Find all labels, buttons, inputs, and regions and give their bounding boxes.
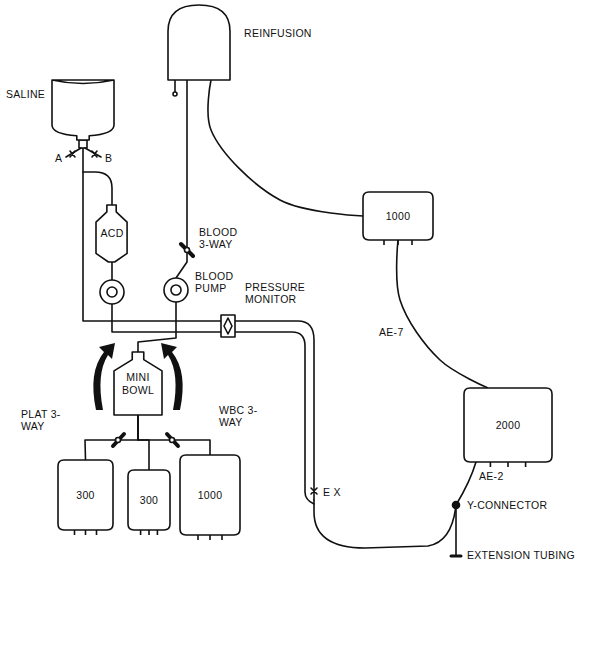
- three-way-valve: [116, 438, 121, 443]
- jar-outline: [52, 80, 114, 140]
- bag-outline: [180, 455, 240, 540]
- ex-mark: [311, 488, 317, 494]
- spike-connector: [79, 140, 87, 148]
- clamp-line-b: [85, 148, 101, 157]
- acd-chamber: ACD: [96, 205, 127, 262]
- return-tube: [314, 500, 456, 548]
- shape-outline: [221, 315, 235, 337]
- shape-outline: [168, 5, 230, 80]
- acd-pump-rotor: [107, 287, 117, 297]
- platelet-bag: 300: [58, 460, 113, 530]
- connector-label: Y-CONNECTOR: [466, 499, 548, 511]
- platelet-bag: 300: [128, 470, 170, 530]
- blood-pump: BLOOD PUMP: [164, 278, 188, 302]
- bag-port: [174, 80, 176, 92]
- three-way-valve: [181, 244, 193, 256]
- junction-label: E X: [322, 486, 342, 498]
- part-number: 2000: [496, 419, 521, 431]
- three-way-valve: [170, 438, 175, 443]
- bag-outline: [128, 470, 170, 535]
- shape-outline: [52, 80, 114, 140]
- extension-tube: [455, 505, 457, 556]
- acd-tube: [83, 172, 112, 205]
- rotation-arrow: [93, 343, 115, 410]
- part-number: ACD: [100, 227, 123, 239]
- mini-bowl: MINI BOWL: [114, 352, 162, 415]
- reinfusion-bag: REINFUSION: [168, 5, 230, 80]
- tube: [138, 415, 149, 470]
- three-way-valve: [113, 434, 124, 446]
- shape-outline: [164, 278, 188, 302]
- bag-outline: [363, 192, 433, 245]
- monitor-outline: [221, 315, 235, 337]
- collection-bag: 1000: [363, 192, 433, 240]
- bag-outline: [58, 460, 113, 535]
- bag-port: [173, 92, 177, 96]
- tubing-label: EXTENSION TUBING: [466, 549, 576, 561]
- bowl-outline: [114, 352, 162, 415]
- clamp-letter: B: [104, 152, 113, 164]
- bag-outline: [464, 388, 552, 467]
- tube: [138, 415, 210, 455]
- part-number: MINI BOWL: [118, 371, 158, 395]
- circle-outline: [164, 278, 188, 302]
- rotation-arrow: [161, 343, 183, 410]
- clamp-letter: A: [54, 152, 63, 164]
- three-way-valve: [185, 248, 190, 253]
- valve-label: WBC 3-WAY: [218, 404, 266, 428]
- tubing-label: AE-7: [378, 326, 405, 338]
- part-label: BLOOD PUMP: [195, 270, 239, 294]
- pressure-monitor: PRESSURE MONITOR: [221, 315, 235, 337]
- tube: [85, 415, 138, 460]
- part-number: 300: [140, 494, 158, 506]
- wbc-bag: 1000: [180, 455, 240, 535]
- tube: [397, 240, 488, 388]
- three-way-valve: [167, 434, 178, 446]
- acd-pump: [100, 280, 124, 304]
- clamp-x-b: [92, 151, 97, 157]
- part-label: REINFUSION: [244, 27, 312, 39]
- saline-bottle: SALINE: [52, 80, 114, 140]
- part-number: 1000: [386, 210, 411, 222]
- part-label: PRESSURE MONITOR: [245, 281, 325, 305]
- valve-label: PLAT 3-WAY: [20, 408, 68, 432]
- part-label: SALINE: [6, 88, 45, 100]
- tube: [208, 80, 363, 216]
- collection-bag: 2000: [464, 388, 552, 462]
- clamp-line-a: [66, 148, 81, 157]
- dome-outline: [168, 5, 230, 80]
- clamp-x-a: [70, 151, 75, 157]
- drip-outline: [96, 205, 127, 262]
- tubing-label: AE-2: [478, 470, 505, 482]
- valve-label: BLOOD 3-WAY: [198, 226, 250, 250]
- part-number: 1000: [198, 489, 223, 501]
- tube: [138, 302, 176, 352]
- extension-end: [451, 555, 461, 558]
- part-number: 300: [76, 489, 94, 501]
